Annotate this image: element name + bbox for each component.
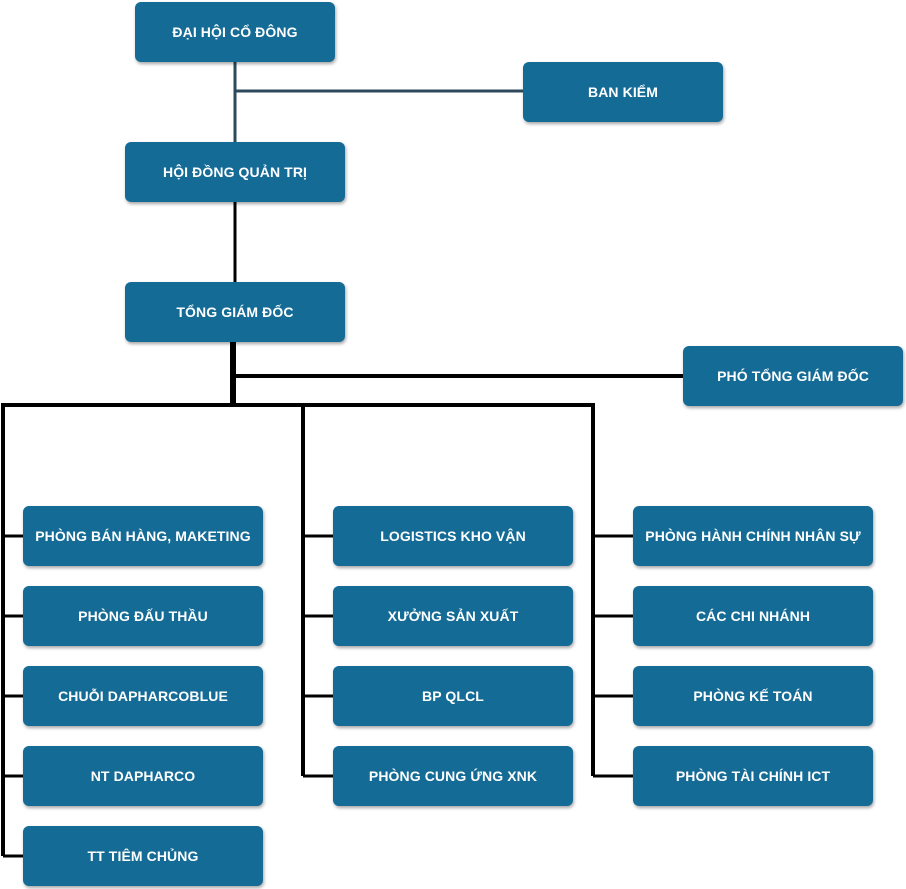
node-nt-dapharco: NT DAPHARCO <box>23 746 263 806</box>
node-sales-marketing: PHÒNG BÁN HÀNG, MAKETING <box>23 506 263 566</box>
node-branches: CÁC CHI NHÁNH <box>633 586 873 646</box>
node-supervisory: BAN KIỂM <box>523 62 723 122</box>
node-deputy-ceo: PHÓ TỔNG GIÁM ĐỐC <box>683 346 903 406</box>
node-shareholders: ĐẠI HỘI CỔ ĐÔNG <box>135 2 335 62</box>
node-accounting: PHÒNG KẾ TOÁN <box>633 666 873 726</box>
node-bidding: PHÒNG ĐẤU THẦU <box>23 586 263 646</box>
node-dapharcoblue-chain: CHUỖI DAPHARCOBLUE <box>23 666 263 726</box>
node-import-export-supply: PHÒNG CUNG ỨNG XNK <box>333 746 573 806</box>
node-board: HỘI ĐỒNG QUẢN TRỊ <box>125 142 345 202</box>
node-vaccination-center: TT TIÊM CHỦNG <box>23 826 263 886</box>
node-admin-hr: PHÒNG HÀNH CHÍNH NHÂN SỰ <box>633 506 873 566</box>
node-finance-ict: PHÒNG TÀI CHÍNH ICT <box>633 746 873 806</box>
node-logistics: LOGISTICS KHO VẬN <box>333 506 573 566</box>
node-factory: XƯỞNG SẢN XUẤT <box>333 586 573 646</box>
node-ceo: TỔNG GIÁM ĐỐC <box>125 282 345 342</box>
node-quality-control: BP QLCL <box>333 666 573 726</box>
